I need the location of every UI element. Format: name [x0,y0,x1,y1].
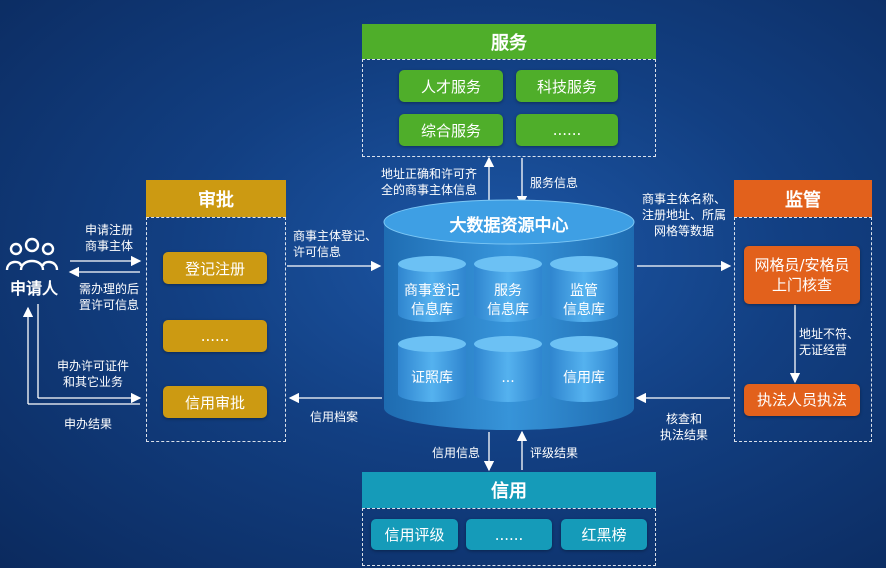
db-license: 证照库 [411,370,453,386]
label-service-info: 服务信息 [530,176,579,190]
service-talent-button[interactable]: 人才服务 [399,70,503,102]
approval-credit-button[interactable]: 信用审批 [163,386,267,418]
credit-more-button[interactable]: ...... [466,519,552,550]
service-tech-button[interactable]: 科技服务 [516,70,618,102]
supervision-header: 监管 [734,180,872,217]
applicant-icon [4,236,60,272]
db-cylinder-1 [398,256,466,322]
label-permit-business: 申办许可证件 和其它业务 [56,359,129,390]
service-header: 服务 [362,24,656,59]
db-cylinder-4 [398,336,466,402]
db-supervision: 监管 信息库 [563,283,605,318]
db-cylinder-2 [474,256,542,322]
supervision-panel [734,217,872,442]
service-panel [362,59,656,157]
db-service: 服务 信息库 [487,283,529,318]
supervision-inner-label: 地址不符、 无证经营 [799,327,860,358]
label-apply-register: 申请注册 商事主体 [84,223,133,254]
credit-blacklist-button[interactable]: 红黑榜 [561,519,647,550]
approval-panel [146,217,286,442]
approval-title: 审批 [198,189,234,211]
db-business-registry: 商事登记 信息库 [404,283,460,318]
center-title: 大数据资源中心 [449,216,569,236]
approval-register-button[interactable]: 登记注册 [163,252,267,284]
service-general-button[interactable]: 综合服务 [399,114,503,146]
service-title: 服务 [491,32,527,54]
label-credit-info: 信用信息 [432,446,481,460]
label-apply-result: 申办结果 [63,417,112,431]
data-center-cylinder [383,199,635,430]
label-rating-result: 评级结果 [530,446,579,460]
db-more: ... [501,370,515,386]
supervision-enforce-button[interactable]: 执法人员执法 [744,384,860,416]
label-address-permit: 地址正确和许可齐 全的商事主体信息 [381,167,478,198]
supervision-inspect-label: 网格员/安格员 上门核查 [754,255,850,294]
approval-more-button[interactable]: ...... [163,320,267,352]
db-credit: 信用库 [563,370,605,386]
db-cylinder-3 [550,256,618,322]
label-post-permit: 需办理的后 置许可信息 [78,282,139,313]
approval-header: 审批 [146,180,286,217]
label-verify-result: 核查和 执法结果 [659,412,708,443]
credit-rating-button[interactable]: 信用评级 [371,519,458,550]
credit-header: 信用 [362,472,656,508]
supervision-inspect-button[interactable]: 网格员/安格员 上门核查 [744,246,860,304]
db-cylinder-5 [474,336,542,402]
credit-title: 信用 [491,481,527,502]
db-cylinder-6 [550,336,618,402]
applicant-label: 申请人 [9,279,58,298]
supervision-title: 监管 [785,189,821,211]
service-more-button[interactable]: ...... [516,114,618,146]
label-credit-archive: 信用档案 [310,410,359,424]
label-reg-permit-info: 商事主体登记、 许可信息 [293,229,378,260]
label-entity-name-addr: 商事主体名称、 注册地址、所属 网格等数据 [641,192,726,239]
credit-panel [362,508,656,566]
